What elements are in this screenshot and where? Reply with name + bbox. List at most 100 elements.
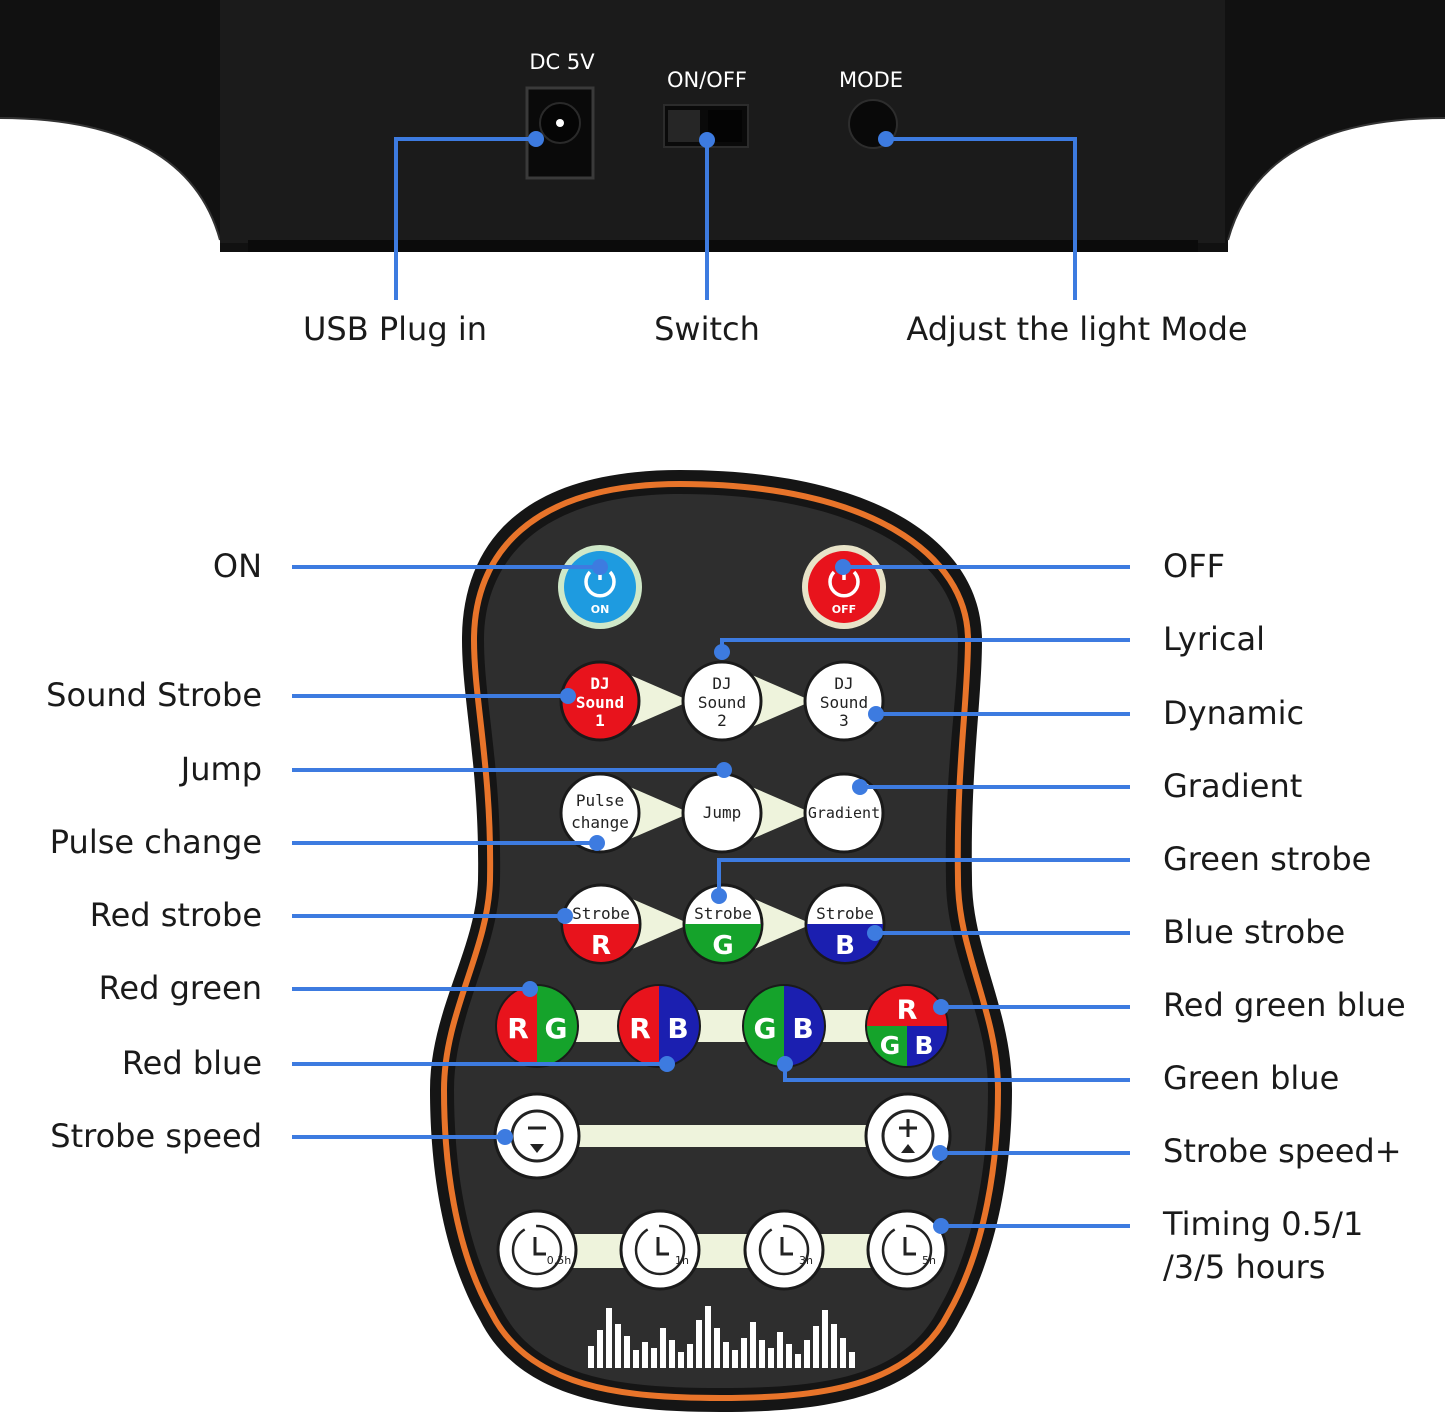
callout-green-strobe: Green strobe	[1163, 840, 1372, 878]
rb-b-letter: B	[667, 1012, 688, 1045]
dj2-text: DJ	[712, 674, 731, 693]
sound-bar	[840, 1338, 846, 1368]
connector-strips	[560, 675, 890, 1268]
sound-bar	[741, 1338, 747, 1368]
sound-bar	[660, 1328, 666, 1368]
sound-bar	[588, 1346, 594, 1368]
sound-bar	[678, 1352, 684, 1368]
strobe-green-button[interactable]: Strobe G	[682, 883, 764, 966]
sound-bar	[822, 1310, 828, 1368]
sound-bar	[624, 1336, 630, 1368]
sound-bar	[786, 1344, 792, 1368]
timer-label: 0.5h	[547, 1254, 571, 1267]
dj-sound-2-button[interactable]: DJ Sound 2	[681, 660, 763, 742]
clock-icon	[634, 1224, 686, 1276]
mode-label: MODE	[838, 68, 904, 92]
sound-bar	[597, 1330, 603, 1368]
sound-bar	[777, 1332, 783, 1368]
remote-off-button[interactable]: OFF	[802, 545, 886, 629]
off-btn-text: OFF	[832, 603, 856, 616]
dj1-text: DJ	[590, 674, 609, 693]
speed-plus-button[interactable]	[864, 1092, 952, 1180]
clock-icon	[881, 1224, 933, 1276]
rgb-b-letter: B	[914, 1031, 933, 1060]
strobe-g-text: Strobe	[694, 904, 752, 923]
power-switch[interactable]	[663, 104, 749, 148]
callout-timing-line-1: Timing 0.5/1	[1163, 1205, 1364, 1243]
callout-pulse-change: Pulse change	[49, 823, 262, 861]
strobe-r-letter: R	[591, 931, 611, 961]
jump-text: Jump	[703, 803, 742, 822]
callout-red-green-blue: Red green blue	[1163, 986, 1406, 1024]
callout-dynamic: Dynamic	[1163, 694, 1305, 732]
dj1-sound-text: Sound	[576, 693, 624, 712]
sound-bar	[642, 1342, 648, 1368]
sound-bar	[804, 1340, 810, 1368]
sound-bar	[831, 1324, 837, 1368]
strobe-b-letter: B	[835, 931, 855, 961]
sound-bars-logo	[588, 1306, 855, 1368]
timer-button-4[interactable]: 5h	[866, 1209, 948, 1291]
callout-mode: Adjust the light Mode	[906, 310, 1248, 348]
dj-sound-3-button[interactable]: DJ Sound 3	[803, 660, 885, 742]
timer-buttons: 0.5h 1h 3h 5h	[496, 1209, 948, 1291]
on-btn-text: ON	[591, 603, 610, 616]
sound-bar	[669, 1340, 675, 1368]
callout-sound-strobe: Sound Strobe	[46, 676, 262, 714]
sound-bar	[687, 1344, 693, 1368]
sound-bar	[750, 1322, 756, 1368]
timer-button-2[interactable]: 1h	[619, 1209, 701, 1291]
callout-strobe-speed-minus: Strobe speed	[50, 1117, 262, 1155]
callout-green-blue: Green blue	[1163, 1059, 1340, 1097]
dj2-sound-text: Sound	[698, 693, 746, 712]
sound-bar	[723, 1342, 729, 1368]
callout-timing-line-2: /3/5 hours	[1163, 1248, 1326, 1286]
timer-label: 5h	[922, 1254, 936, 1267]
rgb-g-letter: G	[880, 1031, 901, 1060]
sound-bar	[606, 1308, 612, 1368]
timer-button-1[interactable]: 0.5h	[496, 1209, 578, 1291]
strobe-blue-button[interactable]: Strobe B	[804, 883, 886, 966]
rgb-r-letter: R	[897, 995, 918, 1026]
pulse-text-1: Pulse	[576, 791, 624, 810]
callout-red-strobe: Red strobe	[89, 896, 262, 934]
dj3-text: DJ	[834, 674, 853, 693]
sound-bar	[651, 1348, 657, 1368]
callout-usb: USB Plug in	[303, 310, 487, 348]
gb-g-letter: G	[754, 1012, 777, 1045]
sound-bar	[705, 1306, 711, 1368]
sound-bar	[795, 1354, 801, 1368]
callout-dots	[497, 131, 949, 1234]
switch-label: ON/OFF	[666, 68, 748, 92]
dj3-num-text: 3	[839, 711, 849, 730]
timer-button-3[interactable]: 3h	[743, 1209, 825, 1291]
sound-bar	[696, 1320, 702, 1368]
callout-blue-strobe: Blue strobe	[1163, 913, 1346, 951]
strobe-g-letter: G	[712, 931, 733, 961]
callout-gradient: Gradient	[1163, 767, 1303, 805]
sound-bar	[849, 1352, 855, 1368]
pulse-change-button[interactable]: Pulse change	[559, 772, 641, 854]
pulse-text-2: change	[571, 813, 629, 832]
timer-label: 3h	[799, 1254, 813, 1267]
clock-icon	[758, 1224, 810, 1276]
callout-lyrical: Lyrical	[1163, 620, 1265, 658]
jump-button[interactable]: Jump	[681, 772, 763, 854]
sound-bar	[615, 1324, 621, 1368]
callout-strobe-speed-plus: Strobe speed+	[1163, 1132, 1402, 1170]
remote-on-button[interactable]: ON	[558, 545, 642, 629]
clock-icon	[511, 1224, 563, 1276]
callout-on: ON	[212, 547, 262, 585]
dc-port-label: DC 5V	[529, 50, 595, 74]
dj-sound-1-button[interactable]: DJ Sound 1	[559, 660, 641, 742]
sound-bar	[768, 1348, 774, 1368]
rb-r-letter: R	[629, 1012, 651, 1045]
callout-red-blue: Red blue	[121, 1044, 262, 1082]
timer-label: 1h	[675, 1254, 689, 1267]
dj3-sound-text: Sound	[820, 693, 868, 712]
gradient-text: Gradient	[808, 804, 880, 822]
sound-bar	[633, 1350, 639, 1368]
callout-red-green: Red green	[98, 969, 262, 1007]
